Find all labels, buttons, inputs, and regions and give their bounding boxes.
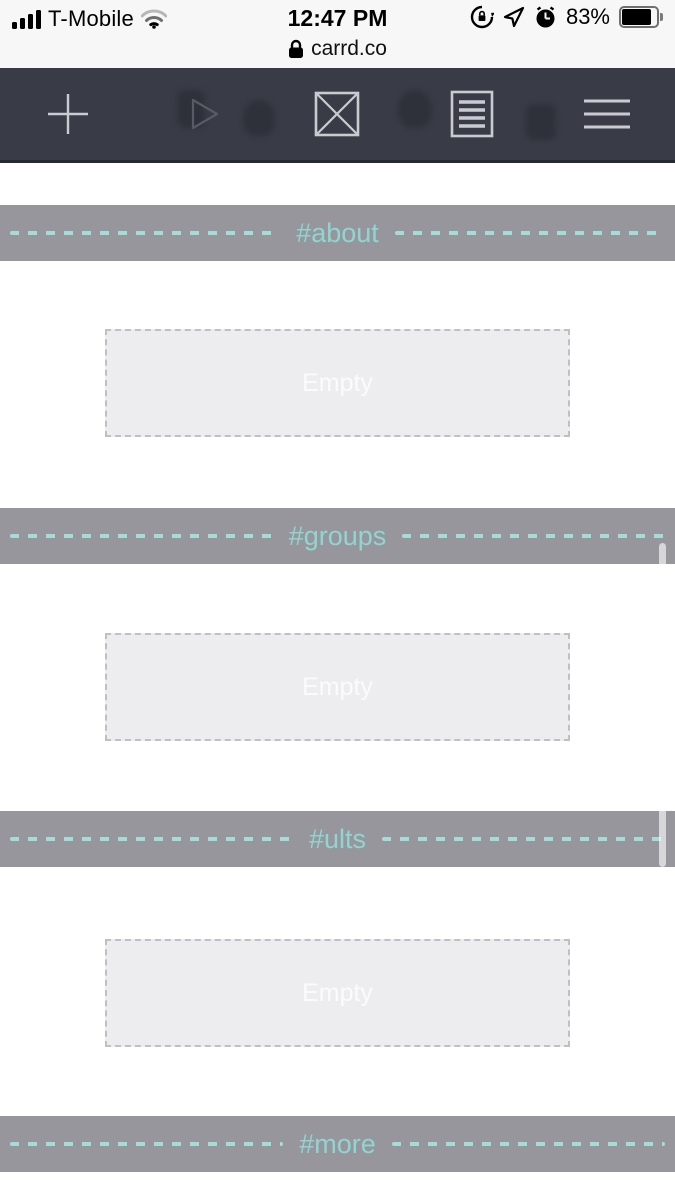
section-label: #about: [296, 217, 379, 248]
dashed-line: [391, 1142, 665, 1146]
section-divider-more[interactable]: #more: [0, 1116, 675, 1172]
image-placeholder-button[interactable]: [302, 68, 372, 160]
battery-percent-label: 83%: [565, 4, 610, 29]
ghost-icon: [398, 90, 432, 128]
scrollbar-thumb[interactable]: [659, 543, 666, 867]
alarm-clock-icon: [534, 6, 557, 29]
section-divider-ults[interactable]: #ults: [0, 811, 675, 867]
empty-label: Empty: [302, 672, 373, 701]
carrier-label: T-Mobile: [48, 6, 134, 31]
preview-play-button[interactable]: [168, 68, 238, 160]
empty-element-placeholder[interactable]: Empty: [105, 329, 570, 437]
rotation-lock-icon: [470, 5, 494, 29]
status-row: T-Mobile 12:47 PM: [0, 0, 675, 34]
status-left: T-Mobile: [12, 6, 167, 32]
clock-label: 12:47 PM: [287, 5, 388, 31]
section-divider-about[interactable]: #about: [0, 205, 675, 261]
ghost-icon: [243, 100, 275, 136]
dashed-line: [10, 231, 281, 235]
text-document-button[interactable]: [437, 68, 507, 160]
section-label: #groups: [288, 520, 387, 551]
editor-toolbar: [0, 68, 675, 163]
status-right: 83%: [470, 4, 665, 30]
empty-label: Empty: [302, 368, 373, 397]
location-arrow-icon: [503, 6, 525, 28]
wifi-icon: [140, 9, 167, 29]
signal-bars-icon: [12, 9, 41, 29]
dashed-line: [10, 837, 293, 841]
address-bar[interactable]: carrd.co: [0, 33, 675, 65]
add-element-button[interactable]: [33, 68, 103, 160]
section-label: #more: [299, 1128, 376, 1159]
battery-icon: [619, 6, 665, 28]
dashed-line: [402, 534, 666, 538]
ghost-icon: [177, 90, 205, 128]
menu-button[interactable]: [572, 68, 642, 160]
lock-icon: [288, 39, 304, 59]
ios-status-bar: T-Mobile 12:47 PM: [0, 0, 675, 68]
dashed-line: [10, 534, 273, 538]
empty-element-placeholder[interactable]: Empty: [105, 633, 570, 741]
url-domain-label: carrd.co: [311, 37, 387, 60]
dashed-line: [10, 1142, 284, 1146]
section-divider-groups[interactable]: #groups: [0, 508, 675, 564]
empty-element-placeholder[interactable]: Empty: [105, 939, 570, 1047]
dashed-line: [382, 837, 666, 841]
empty-label: Empty: [302, 978, 373, 1007]
section-label: #ults: [308, 823, 367, 854]
ghost-icon: [526, 104, 556, 140]
dashed-line: [394, 231, 665, 235]
